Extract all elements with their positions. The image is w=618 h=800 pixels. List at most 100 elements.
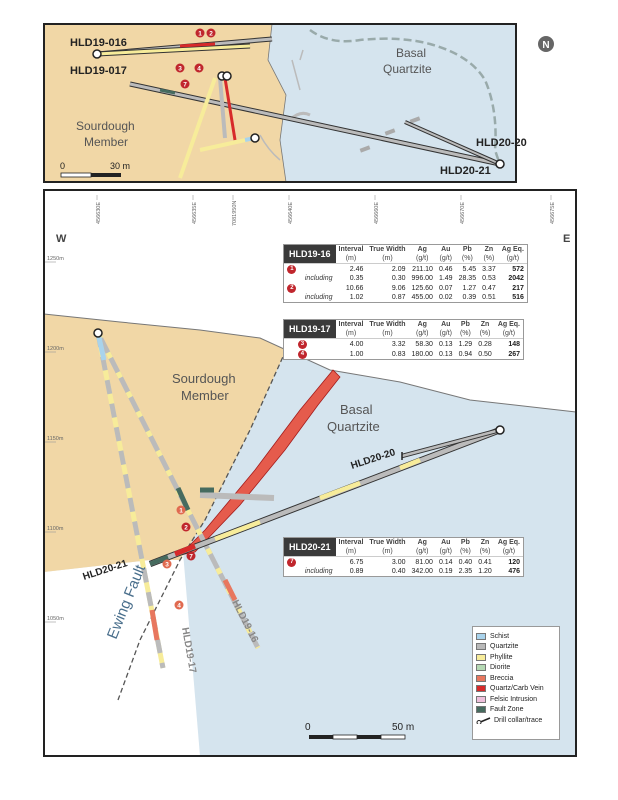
table-header-unit: (g/t) xyxy=(416,255,429,262)
table-row-label xyxy=(299,263,336,274)
table-header: Ag Eq. xyxy=(497,539,520,546)
easting-ticks xyxy=(96,195,552,200)
legend-item: Diorite xyxy=(476,663,556,674)
table-header-unit: (g/t) xyxy=(439,330,452,337)
plan-marker-3: 3 xyxy=(178,66,182,73)
table-header-unit: (m) xyxy=(345,548,357,555)
table-cell: 1.00 xyxy=(349,350,364,358)
legend-item: Schist xyxy=(476,631,556,642)
table-cell: 0.46 xyxy=(435,263,456,274)
ewing-fault-line xyxy=(117,349,287,701)
table-cell: 342.00 xyxy=(411,568,433,575)
collar-hld20-21 xyxy=(495,159,505,169)
table-header: Ag Eq. xyxy=(501,246,524,253)
table-cell: 120 xyxy=(494,556,523,567)
table-row-label: including xyxy=(304,568,333,575)
table-header: Zn xyxy=(480,321,490,328)
table-cell: 6.75 xyxy=(335,556,367,567)
table-header: True Width xyxy=(369,539,406,546)
easting-3: 456640E xyxy=(288,202,294,224)
table-header: Au xyxy=(441,321,451,328)
table-cell: 0.02 xyxy=(438,294,453,301)
table-row-label: including xyxy=(304,275,333,282)
section-marker-4: 4 xyxy=(177,603,181,610)
plan-label-hld19-017: HLD19-017 xyxy=(70,65,127,77)
plan-marker-7: 7 xyxy=(183,82,187,89)
table-hole-id: HLD19-16 xyxy=(284,245,336,264)
table-header-unit: (g/t) xyxy=(502,548,516,555)
legend-swatch xyxy=(476,653,486,661)
drill-collar-icon xyxy=(476,717,491,725)
west-label: W xyxy=(56,233,67,245)
table-cell: 9.06 xyxy=(391,284,406,292)
table-header: Interval xyxy=(338,539,364,546)
table-header: Ag xyxy=(417,539,427,546)
table-header: True Width xyxy=(369,246,406,253)
section-sourdough-line1: Sourdough xyxy=(172,371,236,386)
table-header: Ag Eq. xyxy=(497,321,520,328)
easting-2: 456635E xyxy=(192,202,198,224)
table-cell: 217 xyxy=(512,284,524,292)
legend-swatch xyxy=(476,695,486,703)
table-header-unit: (m) xyxy=(382,255,393,262)
easting-5: 456670E xyxy=(460,202,466,224)
section-markers: 1 2 3 4 7 xyxy=(162,505,196,610)
legend-label: Quartzite xyxy=(490,643,519,651)
table-cell: 5.45 xyxy=(455,263,480,274)
elev-1200: 1200m xyxy=(47,346,64,352)
legend-item: Felsic Intrusion xyxy=(476,694,556,705)
table-row-label xyxy=(321,349,336,359)
table-marker: 7 xyxy=(287,558,297,567)
table-cell: 0.35 xyxy=(349,275,364,282)
legend-item: Drill collar/trace xyxy=(476,715,556,726)
table-header: Pb xyxy=(460,321,470,328)
plan-map-frame xyxy=(43,23,517,183)
east-label: E xyxy=(563,233,570,245)
table-cell: 476 xyxy=(508,568,520,575)
table-header-unit: (m) xyxy=(345,255,357,262)
table-header-unit: (g/t) xyxy=(416,330,429,337)
table-marker: 3 xyxy=(297,340,307,349)
table-row-label xyxy=(320,338,336,349)
table-cell: 0.53 xyxy=(482,275,496,282)
table-header: Pb xyxy=(460,539,470,546)
table-cell: 0.28 xyxy=(475,338,495,349)
northing-1: 7081950N xyxy=(232,201,238,226)
table-cell: 0.50 xyxy=(478,350,492,358)
section-scale-bar xyxy=(309,734,406,740)
legend-item: Breccia xyxy=(476,673,556,684)
section-basal-line2: Quartzite xyxy=(327,419,380,434)
plan-basal-line1: Basal xyxy=(396,46,426,60)
table-header: Interval xyxy=(338,321,364,328)
table-cell: 0.19 xyxy=(438,568,453,575)
section-sourdough-line2: Member xyxy=(181,388,229,403)
section-marker-3: 3 xyxy=(165,562,169,569)
legend-swatch xyxy=(476,664,486,672)
table-cell: 81.00 xyxy=(408,556,436,567)
legend-label: Schist xyxy=(490,632,510,640)
plan-scale-end: 30 m xyxy=(110,161,130,171)
elev-1250: 1250m xyxy=(47,256,64,262)
table-marker: 2 xyxy=(287,284,297,293)
table-header-unit: (%) xyxy=(459,330,471,337)
table-cell: 0.83 xyxy=(391,350,406,358)
section-marker-1: 1 xyxy=(179,508,183,515)
table-row-label: including xyxy=(304,294,333,301)
plan-scale-bar xyxy=(60,172,121,178)
table-cell: 10.66 xyxy=(345,284,364,292)
table-cell: 0.40 xyxy=(455,556,476,567)
collar-hld20 xyxy=(495,425,505,435)
breccia-zone xyxy=(178,369,341,556)
legend-item: Phyllite xyxy=(476,652,556,663)
table-cell: 996.00 xyxy=(411,275,433,282)
easting-4: 456660E xyxy=(374,202,380,224)
table-cell: 58.30 xyxy=(408,338,436,349)
table-row-label xyxy=(299,556,336,567)
table-cell: 1.20 xyxy=(478,568,492,575)
